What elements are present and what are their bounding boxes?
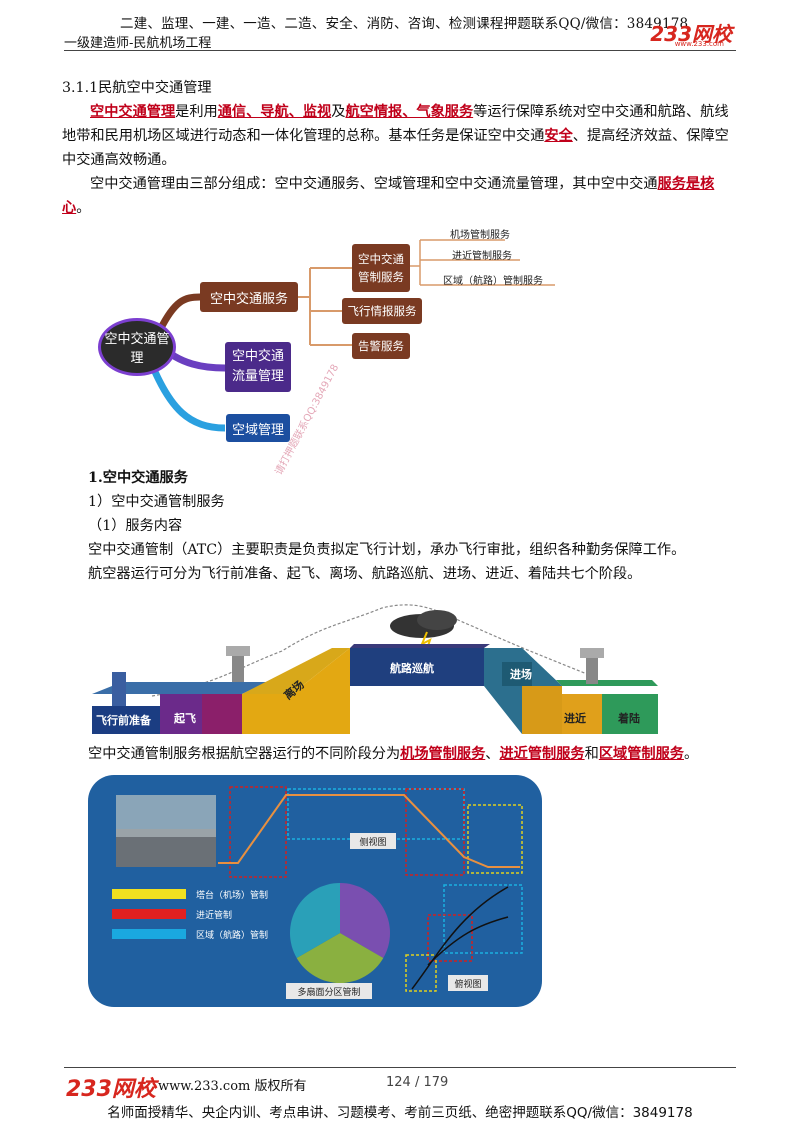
text: 和 bbox=[584, 746, 599, 762]
term-service-core: 服务是核心 bbox=[62, 176, 715, 216]
heading-service-content: （1）服务内容 bbox=[88, 518, 183, 534]
section-heading: 3.1.1民航空中交通管理 bbox=[62, 80, 212, 96]
header-rule bbox=[64, 50, 736, 51]
mindmap-node-alerting: 告警服务 bbox=[352, 333, 410, 359]
text: 、提高经济效益、保障空中交通高效畅通。 bbox=[62, 128, 729, 168]
paragraph-atc-duties: 空中交通管制（ATC）主要职责是负责拟定飞行计划，承办飞行审批，组织各种勤务保障… bbox=[88, 542, 686, 558]
flight-phases-diagram: 飞行前准备 起飞 离场 航路巡航 进场 进近 着陆 bbox=[92, 604, 658, 734]
header-logo-sub: www.233.com bbox=[674, 40, 724, 48]
mindmap-node-airspace: 空域管理 bbox=[226, 414, 290, 442]
term-safety: 安全 bbox=[544, 128, 573, 144]
header-logo: 233网校 www.233.com bbox=[650, 18, 732, 48]
header-logo-text: 233网校 bbox=[650, 22, 732, 46]
phase-landing: 着陆 bbox=[617, 711, 640, 725]
text: 空中交通管制服务根据航空器运行的不同阶段分为 bbox=[88, 746, 401, 762]
mindmap-leaf-area: 区域（航路）管制服务 bbox=[443, 276, 543, 287]
text: 及 bbox=[331, 104, 346, 120]
term-approach-control: 进近管制服务 bbox=[499, 746, 585, 762]
mindmap-node-fis: 飞行情报服务 bbox=[342, 298, 422, 324]
control-zones-diagram: 侧视图 塔台（机场）管制 进近管制 区域（航路）管制 多扇面分区管制 俯视图 bbox=[88, 775, 542, 1007]
text: 是利用 bbox=[175, 104, 218, 120]
paragraph-control-types: 空中交通管制服务根据航空器运行的不同阶段分为机场管制服务、进近管制服务和区域管制… bbox=[88, 742, 748, 766]
footer-logo: 233网校 bbox=[66, 1077, 156, 1102]
text: 。 bbox=[76, 200, 91, 216]
footer-bottom-line: 名师面授精华、央企内训、考点串讲、习题模考、考前三页纸、绝密押题联系QQ/微信：… bbox=[107, 1105, 693, 1121]
term-atm: 空中交通管理 bbox=[90, 104, 176, 120]
phase-arrival: 进场 bbox=[510, 667, 532, 681]
mindmap-node-atc-service: 空中交通服务 bbox=[200, 282, 298, 312]
text: 、 bbox=[485, 746, 500, 762]
phase-preflight: 飞行前准备 bbox=[96, 713, 152, 727]
header-subtitle: 一级建造师-民航机场工程 bbox=[64, 36, 212, 51]
phase-takeoff: 起飞 bbox=[173, 711, 196, 725]
term-cns: 通信、导航、监视 bbox=[217, 104, 332, 120]
footer-rule bbox=[64, 1067, 736, 1068]
heading-atc-service: 1.空中交通服务 bbox=[88, 470, 188, 486]
legend-approach: 进近管制 bbox=[196, 909, 232, 921]
text: 等运行保障系统对空中交通和航路、航线地带和民用机场区域进行动态和一体化管理的总称… bbox=[62, 104, 729, 144]
legend-area: 区域（航路）管制 bbox=[196, 929, 268, 941]
mindmap-root: 空中交通管理 bbox=[98, 318, 176, 376]
side-view-label: 侧视图 bbox=[359, 836, 386, 848]
paragraph-flight-phases: 航空器运行可分为飞行前准备、起飞、离场、航路巡航、进场、进近、着陆共七个阶段。 bbox=[88, 566, 642, 582]
term-ais-met: 航空情报、气象服务 bbox=[345, 104, 474, 120]
heading-atc-control: 1）空中交通管制服务 bbox=[88, 494, 225, 510]
paragraph-atm-definition: 空中交通管理是利用通信、导航、监视及航空情报、气象服务等运行保障系统对空中交通和… bbox=[62, 100, 742, 172]
phase-approach: 进近 bbox=[564, 711, 586, 725]
mindmap-leaf-approach: 进近管制服务 bbox=[452, 251, 512, 262]
page-number: 124 / 179 bbox=[386, 1075, 449, 1090]
header-top-line: 二建、监理、一建、一造、二造、安全、消防、咨询、检测课程押题联系QQ/微信：38… bbox=[120, 16, 689, 32]
paragraph-atm-composition: 空中交通管理由三部分组成：空中交通服务、空域管理和空中交通流量管理，其中空中交通… bbox=[62, 172, 742, 220]
mindmap-node-control-service: 空中交通管制服务 bbox=[352, 244, 410, 292]
legend-tower: 塔台（机场）管制 bbox=[196, 889, 268, 901]
pie-label: 多扇面分区管制 bbox=[297, 986, 360, 998]
phase-cruise: 航路巡航 bbox=[390, 661, 434, 675]
text: 空中交通管理由三部分组成：空中交通服务、空域管理和空中交通流量管理，其中空中交通 bbox=[90, 176, 658, 192]
mindmap-node-flow-management: 空中交通流量管理 bbox=[225, 342, 291, 392]
top-view-label: 俯视图 bbox=[454, 978, 481, 990]
text: 。 bbox=[683, 746, 699, 762]
mindmap-leaf-airport: 机场管制服务 bbox=[450, 230, 510, 241]
term-area-control: 区域管制服务 bbox=[598, 746, 684, 762]
footer-site: www.233.com 版权所有 bbox=[158, 1079, 307, 1094]
term-airport-control: 机场管制服务 bbox=[400, 746, 486, 762]
